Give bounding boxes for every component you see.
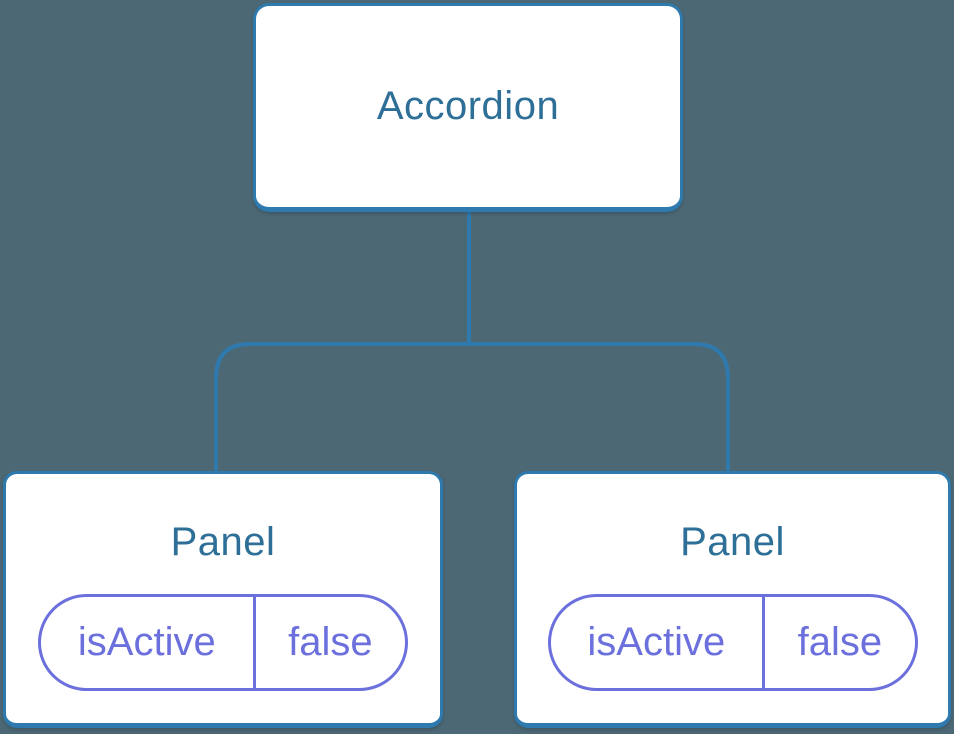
pill-divider xyxy=(762,597,766,688)
prop-name: isActive xyxy=(587,620,726,664)
tree-node-panel-2: Panel isActive false xyxy=(514,471,951,728)
connector-bracket xyxy=(214,342,730,473)
prop-value: false xyxy=(797,620,883,664)
node-label: Panel xyxy=(680,520,785,564)
node-label: Panel xyxy=(170,520,276,564)
node-label: Accordion xyxy=(376,84,560,128)
state-pill: isActive false xyxy=(38,594,408,691)
tree-node-accordion: Accordion xyxy=(253,3,683,212)
pill-divider xyxy=(252,597,256,688)
prop-value: false xyxy=(288,620,373,664)
state-pill: isActive false xyxy=(547,594,918,691)
tree-node-panel-1: Panel isActive false xyxy=(3,471,443,728)
prop-name: isActive xyxy=(77,620,216,664)
